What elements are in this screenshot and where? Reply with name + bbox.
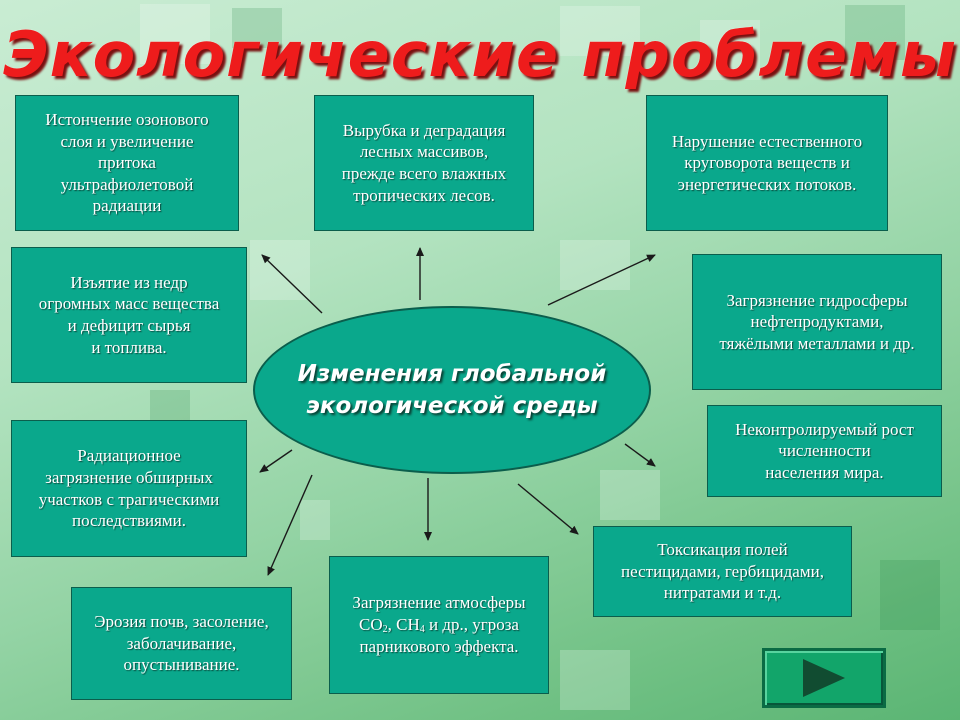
problem-atmosphere: Загрязнение атмосферы CO2, CH4 и др., уг… bbox=[329, 556, 549, 694]
problem-hydrosphere: Загрязнение гидросферы нефтепродуктами, … bbox=[692, 254, 942, 390]
atmosphere-line3: парникового эффекта. bbox=[359, 637, 519, 657]
problem-population: Неконтролируемый рост численности населе… bbox=[707, 405, 942, 497]
next-slide-button[interactable] bbox=[762, 648, 886, 708]
problem-erosion: Эрозия почв, засоление, заболачивание, о… bbox=[71, 587, 292, 700]
atmosphere-co-subscript: 2 bbox=[382, 623, 388, 635]
arrow-to-cycle bbox=[547, 254, 656, 306]
problem-ozone: Истончение озонового слоя и увеличение п… bbox=[15, 95, 239, 231]
atmosphere-line1: Загрязнение атмосферы bbox=[352, 593, 526, 613]
problem-forests: Вырубка и деградация лесных массивов, пр… bbox=[314, 95, 534, 231]
atmosphere-ch-subscript: 4 bbox=[419, 623, 425, 635]
atmosphere-ch: , CH bbox=[387, 614, 420, 634]
problem-radiation: Радиационное загрязнение обширных участк… bbox=[11, 420, 247, 557]
arrow-to-extraction bbox=[261, 254, 323, 314]
central-node: Изменения глобальной экологической среды bbox=[253, 306, 651, 474]
play-triangle-icon bbox=[803, 659, 845, 697]
page-title: Экологические проблемы bbox=[3, 18, 957, 91]
problem-extraction: Изъятие из недр огромных масс вещества и… bbox=[11, 247, 247, 383]
problem-toxication: Токсикация полей пестицидами, гербицидам… bbox=[593, 526, 852, 617]
atmosphere-co: CO bbox=[359, 614, 383, 634]
arrow-to-erosion bbox=[267, 474, 313, 576]
arrow-to-radiation bbox=[259, 449, 293, 473]
arrow-to-toxication bbox=[517, 483, 579, 535]
problem-cycle: Нарушение естественного круговорота веще… bbox=[646, 95, 888, 231]
arrow-to-population bbox=[624, 443, 656, 467]
atmosphere-rest: и др., угроза bbox=[424, 614, 519, 634]
